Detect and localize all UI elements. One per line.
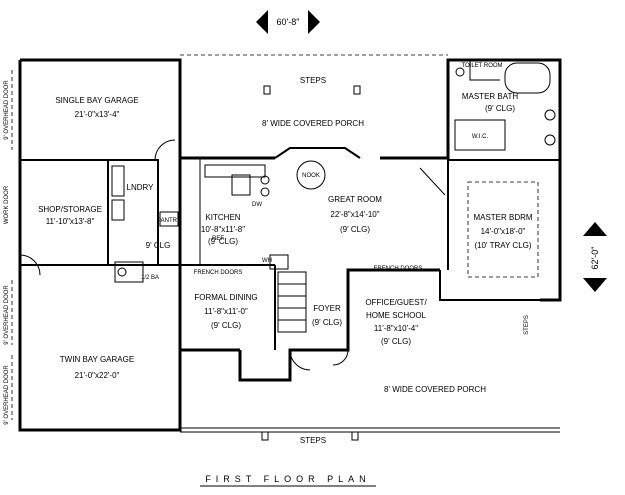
stair-box (277, 271, 307, 333)
front-door-swing (289, 349, 311, 371)
wic-box (454, 119, 506, 151)
great-room-name: GREAT ROOM (328, 195, 382, 204)
french-doors-office-label: FRENCH DOORS (374, 266, 423, 272)
foyer-name: FOYER (313, 304, 341, 313)
shop-storage-name: SHOP/STORAGE (38, 205, 102, 214)
closet-9-label: 9' CLG (146, 241, 171, 250)
office-door-swing (332, 349, 349, 366)
pantry-box (159, 211, 179, 227)
kitchen-size: 10'-8"x11'-8" (201, 225, 245, 234)
front-column-1 (261, 431, 269, 441)
counter-top (204, 164, 266, 178)
toilet-icon (117, 267, 127, 277)
garage-entry-swing (154, 139, 176, 161)
nook-name: NOOK (302, 173, 320, 179)
dryer-icon (111, 199, 125, 221)
utility-block (107, 159, 179, 283)
pantry-label: PANTRY (157, 218, 181, 224)
twin-garage-size: 21'-0"x22'-0" (75, 371, 120, 380)
dining-size: 11'-8"x11'-0" (204, 307, 248, 316)
right-dimension-label: 62'-0" (590, 247, 600, 270)
dining-name: FORMAL DINING (194, 293, 257, 302)
sink1-icon (544, 109, 556, 121)
office-ceiling: (9' CLG) (381, 337, 411, 346)
french-doors-dining-label: FRENCH DOORS (194, 270, 243, 276)
tray-ceiling (467, 181, 539, 278)
toilet-room-name: TOILET ROOM (461, 63, 502, 69)
stair-hatch (419, 167, 446, 196)
laundry-name: LNDRY (127, 183, 155, 192)
rear-porch-label: 8' WIDE COVERED PORCH (262, 119, 364, 128)
laundry-walls (107, 159, 159, 266)
ref-label: REF (212, 236, 224, 242)
dw-label: DW (252, 202, 262, 208)
chair1-icon (260, 175, 270, 185)
nook-table-icon (296, 160, 326, 190)
office-size: 11'-8"x10'-4" (374, 324, 418, 333)
single-garage-name: SINGLE BAY GARAGE (55, 96, 138, 105)
great-room-ceiling: (9' CLG) (340, 225, 370, 234)
tub-icon (504, 62, 551, 94)
shop-storage-size: 11'-10"x13'-8" (46, 217, 95, 226)
wic-name: W.I.C. (472, 134, 489, 140)
garage-block (11, 58, 182, 432)
washer-icon (111, 165, 125, 197)
sink2-icon (544, 134, 556, 146)
arrow-down-icon (583, 278, 607, 292)
garage-door-twin1-label: 9' OVERHEAD DOOR (4, 285, 10, 345)
right-dimension-marker: 62'-0" (583, 222, 607, 292)
foyer-stair (277, 271, 307, 333)
rear-column-2 (353, 85, 361, 95)
great-room-size: 22'-8"x14'-10" (330, 210, 379, 219)
master-bedroom-name: MASTER BDRM (473, 213, 532, 222)
half-bath-walls (114, 261, 144, 283)
porches (180, 54, 560, 441)
garage-door-single-label: 9' OVERHEAD DOOR (4, 80, 10, 140)
rear-wall-right (380, 58, 562, 302)
foyer-ceiling: (9' CLG) (312, 318, 342, 327)
front-porch-label: 8' WIDE COVERED PORCH (384, 385, 486, 394)
nook-bay (274, 147, 361, 159)
top-dimension-marker: 60'-8" (256, 10, 320, 34)
front-column-2 (351, 431, 359, 441)
master-bath-ceiling: (9' CLG) (485, 104, 515, 113)
arrow-left-icon (256, 10, 268, 34)
left-front-wall (178, 265, 240, 352)
chair2-icon (260, 187, 270, 197)
fireplace (269, 254, 289, 270)
kitchen-ceiling: (9' CLG) (208, 237, 238, 246)
plan-title: FIRST FLOOR PLAN (205, 474, 370, 484)
arrow-right-icon (308, 10, 320, 34)
twin-garage-name: TWIN BAY GARAGE (60, 355, 134, 364)
master-bedroom-ceiling: (10' TRAY CLG) (474, 241, 531, 250)
right-steps-label: STEPS (524, 315, 530, 335)
half-bath-name: 1/2 BA (141, 275, 159, 281)
top-dimension-label: 60'-8" (277, 17, 300, 27)
master-bedroom-size: 14'-0"x18'-0" (481, 227, 526, 236)
office-name2: HOME SCHOOL (366, 311, 427, 320)
rear-steps-label: STEPS (300, 76, 326, 85)
wh-label: WH (262, 258, 272, 264)
toilet-room-wall (469, 60, 500, 81)
garage-outer-wall (18, 58, 182, 432)
garage-door-shop-label: WORK DOOR (4, 185, 10, 224)
single-garage-size: 21'-0"x13'-4" (75, 110, 120, 119)
rear-column-1 (263, 85, 271, 95)
kitchen-fixtures (204, 164, 270, 197)
bedroom-front-wall (439, 270, 540, 301)
garage-door-swing (19, 254, 41, 276)
office-name: OFFICE/GUEST/ (365, 298, 427, 307)
dining-ceiling: (9' CLG) (211, 321, 241, 330)
island-icon (231, 174, 251, 196)
arrow-up-icon (583, 222, 607, 236)
toilet2-icon (455, 67, 465, 77)
front-steps-label: STEPS (300, 436, 326, 445)
garage-door-twin2-label: 9' OVERHEAD DOOR (4, 365, 10, 425)
kitchen-name: KITCHEN (205, 213, 240, 222)
master-bath-name: MASTER BATH (462, 92, 519, 101)
